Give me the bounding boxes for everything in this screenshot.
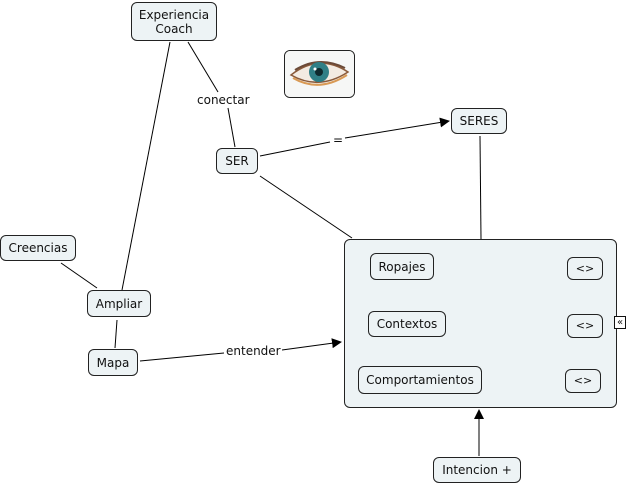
node-ropajes[interactable]: Ropajes [370,253,434,280]
collapse-icon[interactable]: « [614,316,626,329]
node-ser[interactable]: SER [216,148,258,174]
node-comportamientos[interactable]: Comportamientos [358,366,482,394]
linking-phrase-equals: = [332,133,345,147]
node-toggle-ropajes[interactable]: <> [567,257,603,280]
link-mapa-entender [139,352,225,362]
node-intencion[interactable]: Intencion + [433,457,521,483]
link-coach-ampliar [121,41,171,291]
eye-image-node[interactable] [284,50,355,98]
node-mapa[interactable]: Mapa [88,349,138,376]
node-creencias[interactable]: Creencias [0,235,76,261]
node-toggle-contextos[interactable]: <> [567,314,603,338]
eye-icon [285,51,354,97]
linking-phrase-entender: entender [225,344,282,358]
link-ser-equals [259,141,331,157]
link-coach-conectar [187,41,219,93]
link-seres-panel [479,135,482,240]
link-conectar-ser [227,107,236,148]
link-equals-seres [344,117,450,139]
link-ser-panel [259,175,353,239]
link-entender-panel [281,338,342,351]
node-contextos[interactable]: Contextos [368,311,446,337]
linking-phrase-conectar: conectar [196,93,251,107]
node-experiencia-coach[interactable]: Experiencia Coach [131,2,217,41]
node-toggle-comportamientos[interactable]: <> [565,369,601,393]
link-ampliar-mapa [114,319,118,349]
node-seres[interactable]: SERES [451,108,507,134]
link-creencias-ampliar [60,262,98,289]
node-ampliar[interactable]: Ampliar [87,290,151,317]
